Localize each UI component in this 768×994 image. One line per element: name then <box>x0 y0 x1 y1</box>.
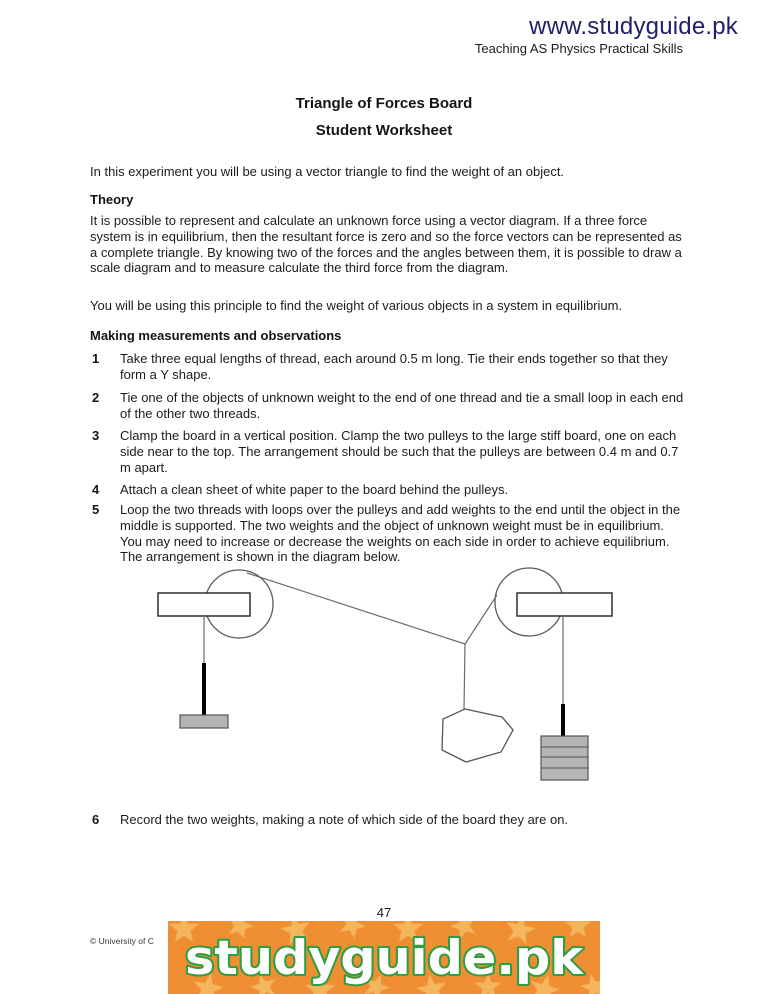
theory-paragraph: It is possible to represent and calculat… <box>90 213 682 276</box>
step-number: 4 <box>92 482 100 497</box>
step-text: Tie one of the objects of unknown weight… <box>120 390 684 421</box>
thread-knot-to-object <box>463 643 466 710</box>
procedure-heading: Making measurements and observations <box>90 328 342 343</box>
procedure-step-4: 4 Attach a clean sheet of white paper to… <box>90 482 690 498</box>
step-number: 5 <box>92 502 100 517</box>
thread-left-pulley-to-knot <box>246 572 466 645</box>
theory-heading: Theory <box>90 192 134 207</box>
step-text: Loop the two threads with loops over the… <box>120 502 681 565</box>
thread-knot-to-right-pulley <box>464 594 498 645</box>
right-weight-stack <box>540 735 589 781</box>
procedure-step-1: 1 Take three equal lengths of thread, ea… <box>90 351 690 383</box>
right-clamp-bar-icon <box>516 592 613 617</box>
header-subtitle: Teaching AS Physics Practical Skills <box>474 41 683 56</box>
intro-paragraph: In this experiment you will be using a v… <box>90 164 565 179</box>
apparatus-diagram <box>157 567 613 781</box>
procedure-step-5: 5 Loop the two threads with loops over t… <box>90 502 690 565</box>
document-title: Triangle of Forces Board Student Workshe… <box>0 90 768 144</box>
studyguide-banner: studyguide.pk <box>168 921 600 994</box>
step-text: Record the two weights, making a note of… <box>120 812 569 827</box>
principle-paragraph: You will be using this principle to find… <box>90 298 623 313</box>
unknown-object <box>441 708 514 763</box>
banner-logo-text: studyguide.pk <box>185 931 585 986</box>
step-number: 6 <box>92 812 100 827</box>
left-clamp-bar-icon <box>157 592 251 617</box>
step-number: 3 <box>92 428 100 443</box>
step-text: Attach a clean sheet of white paper to t… <box>120 482 509 497</box>
step-text: Take three equal lengths of thread, each… <box>120 351 668 382</box>
step-number: 2 <box>92 390 100 405</box>
step-text: Clamp the board in a vertical position. … <box>120 428 679 475</box>
page-number: 47 <box>376 905 392 920</box>
procedure-step-6: 6 Record the two weights, making a note … <box>90 812 690 828</box>
title-line-2: Student Worksheet <box>315 122 453 139</box>
left-weight <box>179 714 229 729</box>
copyright-text: © University of C <box>90 936 154 946</box>
procedure-step-2: 2 Tie one of the objects of unknown weig… <box>90 390 690 422</box>
site-url-link[interactable]: www.studyguide.pk <box>529 13 738 40</box>
step-number: 1 <box>92 351 100 366</box>
title-line-1: Triangle of Forces Board <box>295 95 473 112</box>
procedure-step-3: 3 Clamp the board in a vertical position… <box>90 428 690 475</box>
